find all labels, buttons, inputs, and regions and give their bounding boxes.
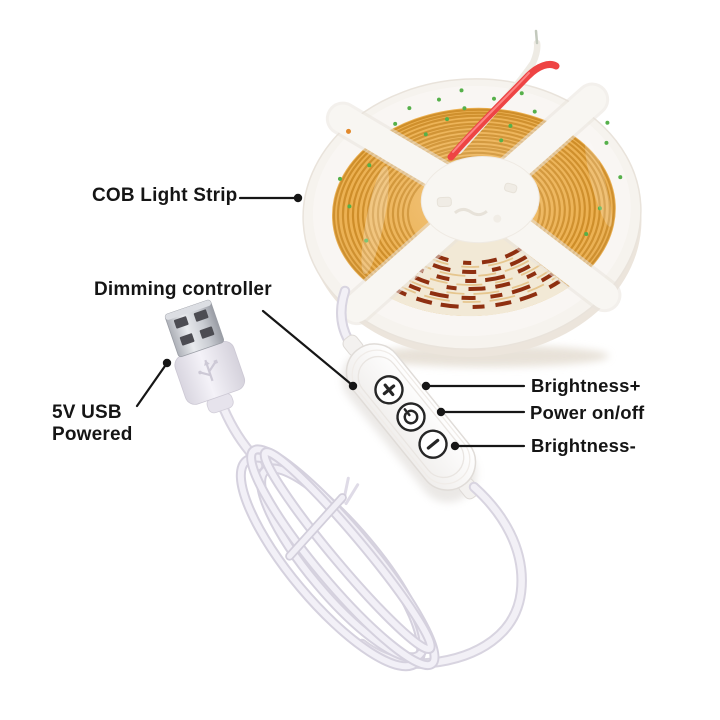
rim-speck	[346, 128, 352, 134]
brightness-down-label: Brightness-	[531, 435, 636, 456]
callout-lines	[135, 193, 526, 451]
brightness-plus-button	[374, 375, 404, 405]
red-wire	[447, 60, 560, 161]
spool-hub	[420, 155, 540, 244]
usb-connector	[164, 299, 246, 414]
spool-spokes	[325, 82, 622, 326]
controller-label: Dimming controller	[94, 279, 272, 300]
brightness-up-label: Brightness+	[531, 375, 641, 396]
power-button	[396, 402, 426, 432]
controller-callout-line	[261, 309, 358, 391]
brightness-down-callout-line	[450, 441, 526, 451]
power-label: Power on/off	[530, 402, 645, 423]
usb-logo	[198, 359, 219, 382]
usb-callout-line	[135, 358, 172, 408]
strip-label: COB Light Strip	[92, 185, 238, 206]
brightness-minus-button	[418, 429, 448, 459]
usb-cable-coil	[235, 444, 440, 672]
dimming-controller	[341, 334, 480, 503]
power-callout-line	[436, 407, 526, 417]
led-strip-spool	[302, 29, 642, 367]
lead-wires	[447, 29, 560, 161]
usb-contact-holes	[173, 309, 215, 346]
cable-tie	[285, 476, 360, 561]
usb-power-label: 5V USB Powered	[52, 402, 133, 446]
brightness-up-callout-line	[421, 381, 526, 391]
usb-power-label-line2: Powered	[52, 424, 133, 446]
strip-callout-line	[238, 193, 303, 203]
usb-power-label-line1: 5V USB	[52, 402, 122, 423]
